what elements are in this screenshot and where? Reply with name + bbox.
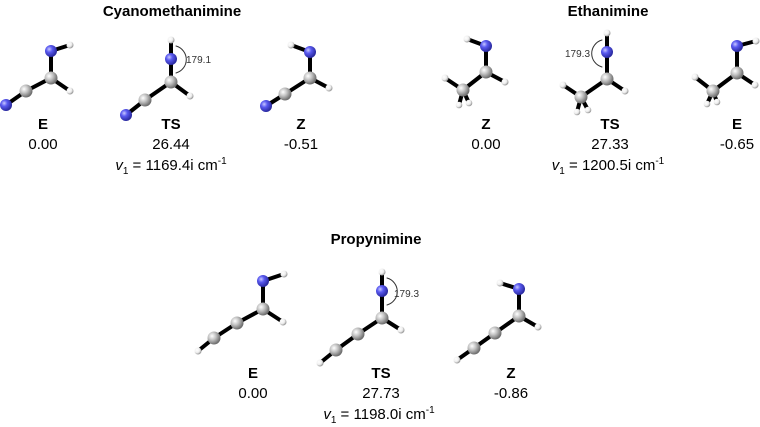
angle-label: 179.3 bbox=[565, 49, 590, 60]
molecule-cyanomethanimine-e bbox=[0, 41, 74, 111]
carbon-atom bbox=[44, 71, 58, 85]
angle-arc bbox=[386, 277, 398, 306]
molecule-cyanomethanimine-z bbox=[260, 41, 333, 112]
structure-label: E bbox=[731, 116, 743, 133]
energy-value: 0.00 bbox=[471, 136, 501, 153]
molecule-propynimine-e bbox=[194, 270, 288, 355]
angle-arc bbox=[591, 39, 603, 68]
panel-title-ethanimine: Ethanimine bbox=[567, 3, 649, 20]
energy-value: 27.73 bbox=[362, 385, 400, 402]
angle-arc bbox=[175, 45, 187, 74]
structure-label: TS bbox=[161, 116, 181, 133]
structure-label: Z bbox=[506, 365, 516, 382]
angle-label: 179.3 bbox=[394, 289, 419, 300]
energy-value: 0.00 bbox=[238, 385, 268, 402]
structure-label: TS bbox=[600, 116, 620, 133]
energy-value: 27.33 bbox=[591, 136, 629, 153]
nitrogen-atom bbox=[45, 45, 57, 57]
imaginary-frequency: v1 = 1169.4i cm-1 bbox=[115, 156, 227, 177]
molecule-cyanomethanimine-ts bbox=[120, 36, 194, 121]
structure-label: Z bbox=[296, 116, 306, 133]
energy-value: 0.00 bbox=[28, 136, 58, 153]
panel-title-propynimine: Propynimine bbox=[330, 231, 422, 248]
imaginary-frequency: v1 = 1198.0i cm-1 bbox=[323, 405, 435, 426]
energy-value: -0.86 bbox=[493, 385, 529, 402]
imaginary-frequency: v1 = 1200.5i cm-1 bbox=[551, 156, 665, 177]
panel-title-cyanomethanimine: Cyanomethanimine bbox=[102, 3, 242, 20]
molecule-ethanimine-ts bbox=[559, 29, 629, 116]
structure-label: E bbox=[247, 365, 259, 382]
molecule-propynimine-z bbox=[453, 279, 542, 364]
energy-value: 26.44 bbox=[152, 136, 190, 153]
molecule-propynimine-ts bbox=[316, 268, 405, 367]
structure-label: Z bbox=[481, 116, 491, 133]
carbon-atom bbox=[19, 84, 33, 98]
hydrogen-atom bbox=[66, 41, 74, 49]
molecule-ethanimine-e bbox=[691, 37, 760, 108]
nitrogen-atom bbox=[0, 99, 12, 111]
energy-value: -0.51 bbox=[283, 136, 319, 153]
structure-label: E bbox=[37, 116, 49, 133]
hydrogen-atom bbox=[66, 87, 74, 95]
angle-label: 179.1 bbox=[186, 55, 211, 66]
structure-label: TS bbox=[371, 365, 391, 382]
energy-value: -0.65 bbox=[719, 136, 755, 153]
molecule-ethanimine-z bbox=[441, 35, 509, 109]
